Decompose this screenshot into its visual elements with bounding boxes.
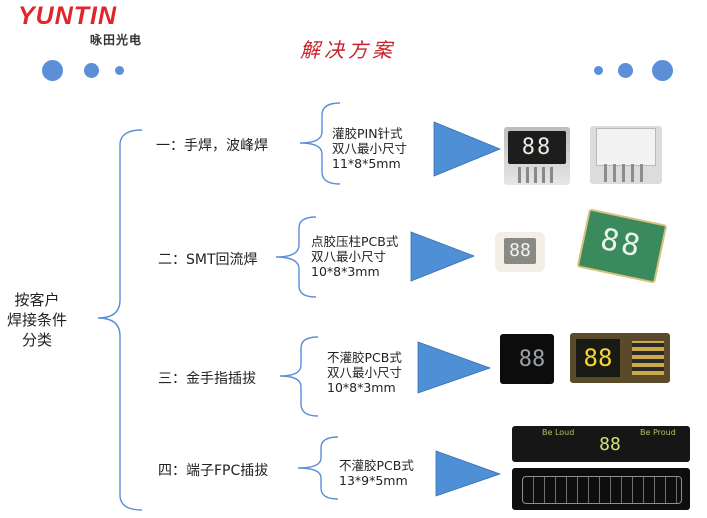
- spec-line: 双八最小尺寸: [327, 365, 403, 380]
- category-1-spec: 灌胶PIN针式 双八最小尺寸 11*8*5mm: [332, 126, 407, 171]
- category-2-label: 二：SMT回流焊: [158, 252, 258, 268]
- product-photo-fpc-back: [512, 468, 690, 510]
- root-node: 按客户 焊接条件 分类: [6, 290, 68, 350]
- decor-dot-right-large: [652, 60, 673, 81]
- bracket-cat-3: [279, 336, 319, 417]
- spec-line: 灌胶PIN针式: [332, 126, 403, 141]
- pins: [518, 167, 558, 183]
- page-title: 解决方案: [300, 38, 396, 62]
- arrow-cat-1: [433, 121, 502, 177]
- decor-dot-left-large: [42, 60, 63, 81]
- bracket-cat-2: [275, 216, 317, 298]
- spec-line: 不灌胶PCB式: [339, 458, 414, 473]
- arrow-cat-4: [435, 450, 502, 497]
- decor-dot-right-medium: [618, 63, 633, 78]
- spec-line: 双八最小尺寸: [311, 249, 387, 264]
- pins: [604, 164, 646, 182]
- spec-line: 13*9*5mm: [339, 473, 408, 488]
- category-2-spec: 点胶压柱PCB式 双八最小尺寸 10*8*3mm: [311, 234, 398, 279]
- pcb-contacts: [632, 341, 664, 375]
- product-photo-fpc-front: Be Loud Be Proud 88: [512, 426, 690, 462]
- be-loud-text: Be Loud: [542, 428, 575, 437]
- product-photo-goldfinger-yellow: 88: [570, 333, 670, 383]
- display-face: 88: [518, 347, 546, 372]
- category-4-label: 四：端子FPC插拔: [158, 463, 269, 479]
- display-face: 88: [576, 339, 620, 377]
- arrow-cat-3: [417, 341, 492, 394]
- arrow-cat-2: [410, 231, 476, 282]
- decor-dot-left-medium: [84, 63, 99, 78]
- category-3-spec: 不灌胶PCB式 双八最小尺寸 10*8*3mm: [327, 350, 402, 395]
- display-face: 88: [597, 221, 646, 265]
- main-bracket: [97, 129, 143, 511]
- display-face: 88: [599, 434, 621, 455]
- be-proud-text: Be Proud: [640, 428, 676, 437]
- category-3-label: 三：金手指插拔: [158, 371, 256, 387]
- spec-line: 不灌胶PCB式: [327, 350, 402, 365]
- display-face: 88: [504, 238, 536, 264]
- spec-line: 11*8*5mm: [332, 156, 401, 171]
- spec-line: 10*8*3mm: [327, 380, 396, 395]
- root-line-3: 分类: [21, 331, 52, 349]
- bracket-cat-4: [297, 436, 339, 500]
- spec-line: 双八最小尺寸: [332, 141, 408, 156]
- root-line-1: 按客户: [14, 291, 60, 309]
- decor-dot-right-small: [594, 66, 603, 75]
- display-face: 88: [508, 131, 566, 164]
- category-1-label: 一：手焊，波峰焊: [156, 138, 268, 154]
- circuit-traces: [522, 476, 682, 504]
- bracket-cat-1: [299, 102, 341, 185]
- decor-dot-left-small: [115, 66, 124, 75]
- category-4-spec: 不灌胶PCB式 13*9*5mm: [339, 458, 414, 488]
- module-body: [596, 128, 656, 166]
- product-photo-smd-small: 88: [495, 232, 545, 272]
- spec-line: 10*8*3mm: [311, 264, 380, 279]
- spec-line: 点胶压柱PCB式: [311, 234, 399, 249]
- product-photo-goldfinger-black: 88: [500, 334, 554, 384]
- brand-logo: YUNTIN: [18, 2, 118, 30]
- product-photo-pin-display-front: 88: [504, 127, 570, 185]
- root-line-2: 焊接条件: [6, 311, 67, 329]
- brand-logo-cn: 咏田光电: [90, 33, 143, 47]
- product-photo-pin-display-side: [590, 126, 662, 184]
